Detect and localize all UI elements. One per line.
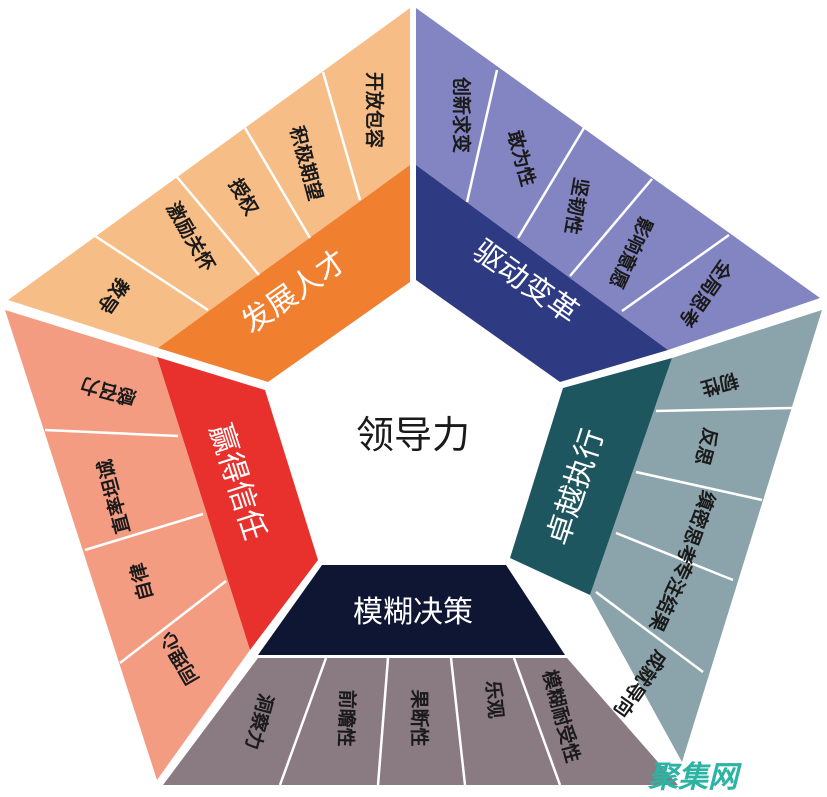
- decide-item-2: 果断性: [408, 688, 431, 746]
- change-main-band: [416, 165, 668, 382]
- decide-divider-4: [512, 657, 562, 786]
- develop-main-band: [158, 165, 410, 382]
- change-divider-1: [465, 69, 499, 203]
- trust-main-band: [157, 357, 318, 650]
- change-divider-3: [569, 178, 653, 277]
- execute-divider-4: [595, 590, 704, 674]
- execute-outer-band: [590, 310, 822, 762]
- change-outer-band: [416, 8, 820, 350]
- develop-item-4: 开放包容: [363, 72, 386, 148]
- section-ambiguous-decision: 洞察力 前瞻性 果断性 乐观 模糊耐受性 模糊决策: [163, 565, 678, 786]
- watermark-logo: 聚集网: [647, 760, 742, 795]
- section-drive-change: 创新求变 敢为性 坚韧性 影响意愿 全局思考 驱动变革: [416, 8, 820, 382]
- decide-main-band: [258, 565, 565, 655]
- change-item-0: 创新求变: [450, 76, 473, 153]
- develop-outer-band: [8, 8, 410, 348]
- trust-divider-1: [44, 428, 179, 438]
- develop-divider-4: [321, 71, 362, 201]
- decide-item-3: 乐观: [481, 680, 506, 720]
- trust-divider-2: [84, 512, 204, 552]
- center-title: 领导力: [356, 413, 470, 457]
- execute-divider-2: [635, 470, 763, 502]
- change-divider-2: [516, 127, 586, 239]
- decide-divider-3: [449, 657, 467, 786]
- execute-divider-3: [615, 531, 734, 582]
- execute-main-band: [510, 358, 672, 595]
- develop-divider-2: [176, 176, 260, 276]
- trust-divider-3: [119, 580, 227, 664]
- change-divider-4: [621, 233, 730, 313]
- trust-outer-band: [5, 310, 250, 780]
- develop-divider-1: [94, 234, 209, 312]
- develop-divider-3: [243, 127, 312, 239]
- execute-divider-1: [655, 406, 793, 413]
- decide-divider-1: [278, 657, 328, 786]
- section-develop-talent: 教导 激励关怀 授权 积极期望 开放包容 发展人才: [8, 8, 410, 382]
- decide-main-label: 模糊决策: [353, 595, 473, 630]
- decide-item-1: 前瞻性: [334, 689, 359, 747]
- decide-divider-2: [376, 657, 390, 786]
- section-earn-trust: 感召力 直率坦诚 自律 同理心 赢得信任: [5, 310, 318, 780]
